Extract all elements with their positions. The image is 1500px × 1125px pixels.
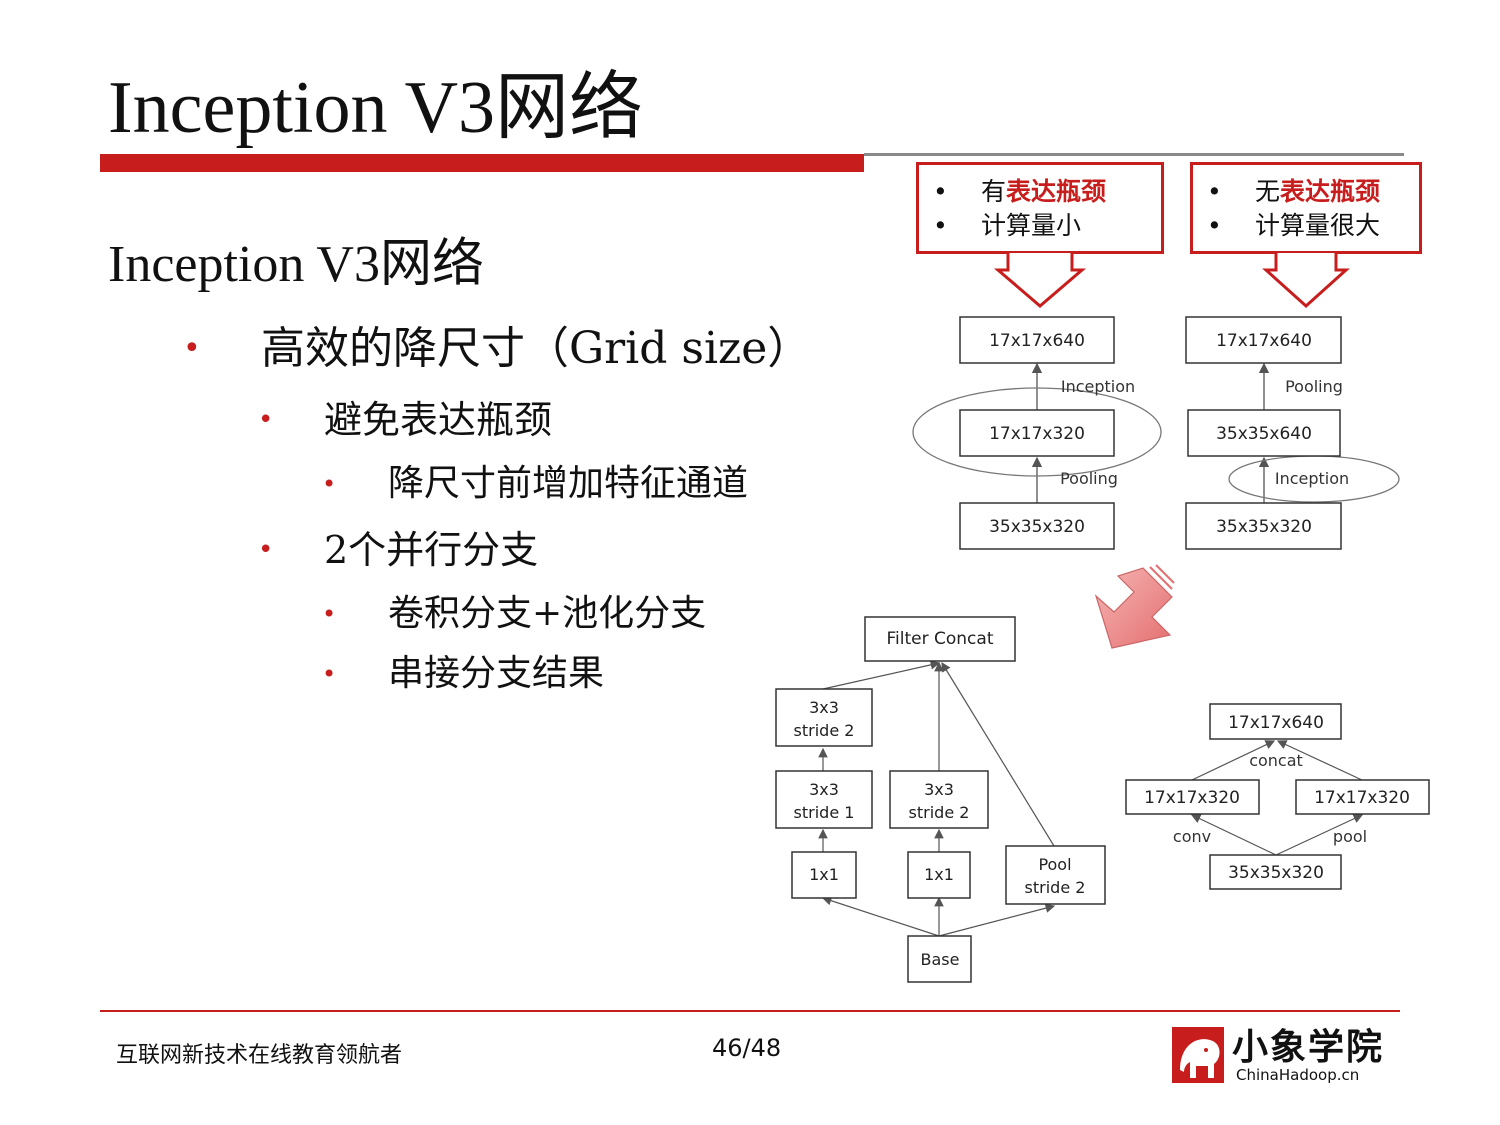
node-label: stride 1 bbox=[794, 803, 855, 822]
callout-line: • 无表达瓶颈 bbox=[1207, 175, 1380, 209]
branch-network-diagram: Filter Concat 3x3 stride 2 3x3 stride 1 … bbox=[775, 616, 1106, 983]
logo-text: 小象学院 bbox=[1232, 1027, 1385, 1068]
node-label: Filter Concat bbox=[887, 629, 994, 649]
bullet-dot: • bbox=[1207, 211, 1222, 240]
edge-label: concat bbox=[1249, 751, 1303, 770]
callout-text: 计算量小 bbox=[981, 211, 1082, 240]
callout-highlight: 表达瓶颈 bbox=[1280, 177, 1381, 206]
edge-label: Inception bbox=[1061, 377, 1135, 396]
bullet-text: 高效的降尺寸（Grid size） bbox=[261, 323, 812, 374]
callout-prefix: 无 bbox=[1255, 177, 1281, 206]
bullet-level2: • 避免表达瓶颈 bbox=[258, 394, 552, 446]
bullet-level3: • 降尺寸前增加特征通道 bbox=[322, 460, 748, 508]
footer-divider bbox=[100, 1010, 1400, 1012]
bullet-dot: • bbox=[322, 470, 337, 498]
bullet-dot: • bbox=[258, 535, 274, 565]
bullet-level2: • 2个并行分支 bbox=[258, 524, 538, 576]
title-underline-gray bbox=[864, 153, 1404, 156]
edge-label: pool bbox=[1333, 827, 1367, 846]
node-label: stride 2 bbox=[1025, 878, 1086, 897]
bullet-dot: • bbox=[322, 660, 337, 688]
page-number: 46/48 bbox=[712, 1034, 782, 1062]
section-heading: Inception V3网络 bbox=[108, 236, 484, 293]
callout-prefix: 有 bbox=[981, 177, 1007, 206]
node-label: 17x17x640 bbox=[989, 331, 1085, 351]
bullet-level3: • 卷积分支+池化分支 bbox=[322, 590, 706, 638]
bullet-dot: • bbox=[933, 211, 948, 240]
node-label: 17x17x640 bbox=[1228, 713, 1324, 733]
node-label: Pool bbox=[1038, 855, 1071, 874]
node-label: 1x1 bbox=[924, 865, 954, 884]
bullet-text: 2个并行分支 bbox=[324, 528, 539, 572]
callout-right: • 无表达瓶颈 • 计算量很大 bbox=[1190, 162, 1422, 254]
bullet-dot: • bbox=[933, 177, 948, 206]
callout-text: 计算量很大 bbox=[1255, 211, 1381, 240]
right-stack-diagram: 17x17x640 35x35x640 35x35x320 Pooling In… bbox=[1185, 316, 1400, 550]
bullet-text: 卷积分支+池化分支 bbox=[388, 593, 707, 634]
bullet-level1: • 高效的降尺寸（Grid size） bbox=[183, 320, 811, 378]
elephant-logo-icon bbox=[1172, 1027, 1224, 1083]
bullet-dot: • bbox=[1207, 177, 1222, 206]
bullet-text: 降尺寸前增加特征通道 bbox=[388, 463, 749, 504]
node-label: 17x17x640 bbox=[1216, 331, 1312, 351]
small-network-diagram: 17x17x640 concat 17x17x320 17x17x320 con… bbox=[1125, 703, 1430, 890]
edge-label: conv bbox=[1173, 827, 1211, 846]
slide-title: Inception V3网络 bbox=[108, 67, 644, 149]
arrow-down-right bbox=[1262, 253, 1350, 309]
callout-line: • 有表达瓶颈 bbox=[933, 175, 1106, 209]
title-underline-red bbox=[100, 154, 864, 172]
bullet-text: 串接分支结果 bbox=[388, 653, 605, 694]
left-stack-diagram: 17x17x640 17x17x320 35x35x320 Inception … bbox=[912, 316, 1162, 550]
bullet-level3: • 串接分支结果 bbox=[322, 650, 604, 698]
big-arrow bbox=[1094, 564, 1175, 649]
callout-line: • 计算量很大 bbox=[1207, 209, 1380, 243]
edge-label: Inception bbox=[1275, 469, 1349, 488]
node-label: 35x35x320 bbox=[989, 517, 1085, 537]
node-label: 17x17x320 bbox=[989, 424, 1085, 444]
node-label: stride 2 bbox=[794, 721, 855, 740]
node-label: stride 2 bbox=[909, 803, 970, 822]
bullet-text: 避免表达瓶颈 bbox=[324, 398, 553, 442]
edge-label: Pooling bbox=[1060, 469, 1118, 488]
node-label: Base bbox=[921, 950, 960, 969]
bullet-dot: • bbox=[183, 331, 201, 366]
footer-slogan: 互联网新技术在线教育领航者 bbox=[116, 1043, 403, 1068]
node-label: 3x3 bbox=[809, 780, 839, 799]
bullet-dot: • bbox=[322, 600, 337, 628]
node-label: 35x35x640 bbox=[1216, 424, 1312, 444]
node-label: 1x1 bbox=[809, 865, 839, 884]
bullet-dot: • bbox=[258, 405, 274, 435]
callout-line: • 计算量小 bbox=[933, 209, 1081, 243]
logo-subtext: ChinaHadoop.cn bbox=[1236, 1066, 1360, 1084]
arrow-down-left bbox=[993, 253, 1087, 308]
edge-label: Pooling bbox=[1285, 377, 1343, 396]
node-label: 17x17x320 bbox=[1144, 788, 1240, 808]
node-label: 17x17x320 bbox=[1314, 788, 1410, 808]
node-label: 35x35x320 bbox=[1228, 863, 1324, 883]
node-label: 3x3 bbox=[924, 780, 954, 799]
node-label: 3x3 bbox=[809, 698, 839, 717]
node-label: 35x35x320 bbox=[1216, 517, 1312, 537]
callout-left: • 有表达瓶颈 • 计算量小 bbox=[916, 162, 1164, 254]
callout-highlight: 表达瓶颈 bbox=[1006, 177, 1107, 206]
